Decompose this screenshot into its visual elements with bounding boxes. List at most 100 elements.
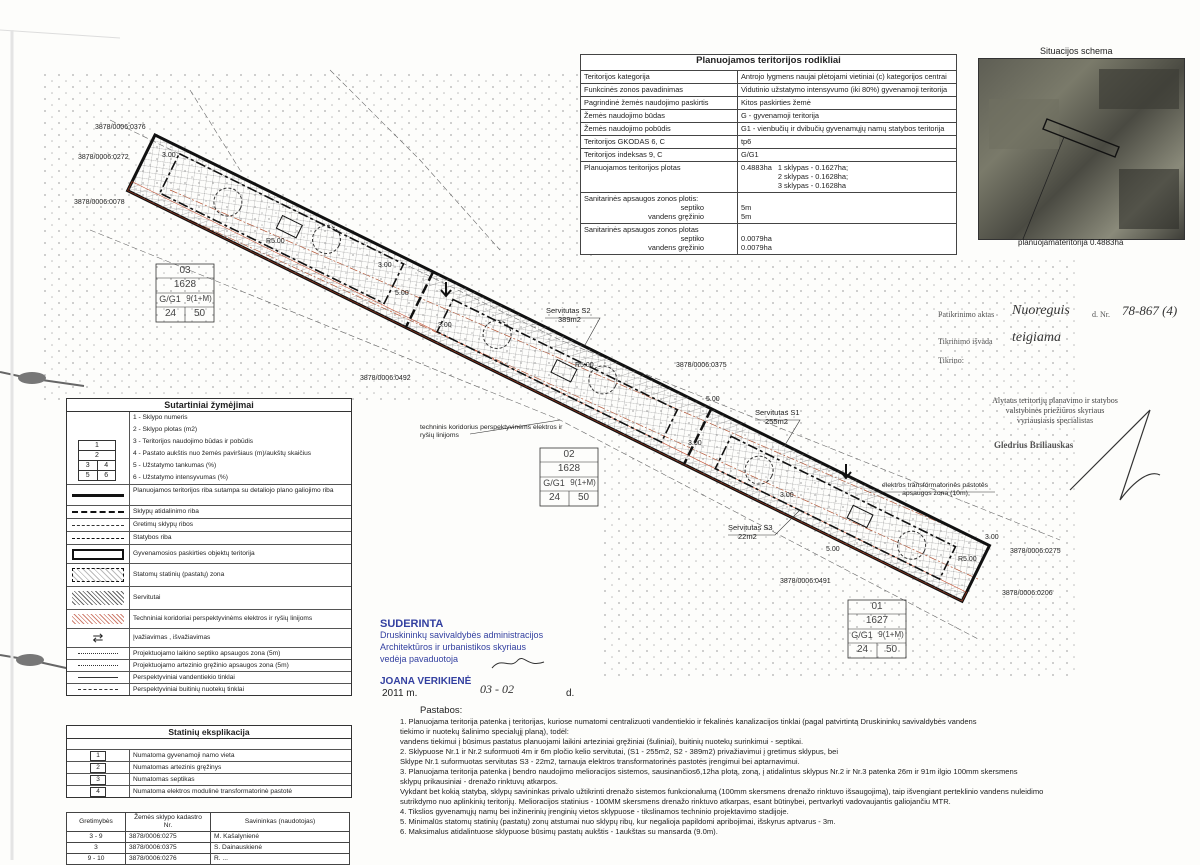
legend-item: Gyvenamosios paskirties objektų teritori… (133, 550, 255, 557)
note-line: 5. Minimalūs statomų statinių (pastatų) … (400, 817, 836, 826)
stamp-signature (491, 658, 545, 669)
structure-name: Numatoma gyvenamoji namo vieta (133, 752, 235, 759)
approval-act-no: d. Nr. (1092, 310, 1110, 319)
plot-label-1 (847, 599, 907, 659)
legend-item: Perspektyviniai vandentiekio tinklai (133, 674, 235, 681)
legend-cell: 3 (78, 460, 98, 471)
stamp-date-handwritten: 03 - 02 (480, 682, 514, 696)
dimension-label: 5.00 (706, 396, 720, 403)
structures-title: Statinių eksplikacija (67, 726, 351, 739)
structure-name: Numatomas septikas (133, 776, 195, 783)
planned-territory (125, 132, 992, 604)
approval-checker-label: Tikrino: (938, 356, 964, 365)
indicator-value: G/G1 (737, 148, 957, 162)
structure-name: Numatoma elektros modulinė transformator… (133, 788, 293, 795)
legend-item: Projektuojamo artezinio gręžinio apsaugo… (133, 662, 289, 669)
note-line: 2. Sklypuose Nr.1 ir Nr.2 suformuoti 4m … (400, 747, 839, 756)
well-width: 5m (741, 212, 752, 221)
area-label: Planuojamos teritorijos plotas (580, 161, 738, 193)
indicators-title: Planuojamos teritorijos rodikliai (580, 54, 957, 71)
indicator-label: Funkcinės zonos pavadinimas (580, 83, 738, 97)
stamp-year: 2011 m. (382, 688, 418, 699)
note-line: sutrikdymo nuo aplinkinių teritorijų. Me… (400, 797, 951, 806)
well-zone-symbol (78, 665, 118, 666)
situation-title: Situacijos schema (1040, 46, 1113, 56)
situation-aerial-photo (978, 58, 1185, 240)
plot-use: G/G1 (543, 478, 565, 488)
legend-item: 6 - Užstatymo intensyvumas (%) (133, 474, 228, 481)
legend-item: 5 - Užstatymo tankumas (%) (133, 462, 217, 469)
dimension-label: 3.00 (985, 534, 999, 541)
plot-height: 9(1+M) (570, 478, 596, 487)
parcel-label: 3878/0006:0275 (1010, 548, 1061, 555)
approval-act-handwritten: Nuoreguis (1012, 303, 1070, 318)
stamp-line: Architektūros ir urbanistikos skyriaus (380, 642, 527, 652)
structure-number: 2 (90, 762, 106, 773)
well-label: vandens gręžinio (648, 212, 704, 221)
neighbour-cell: 3878/0006:0276 (125, 853, 211, 865)
radius-label: R5.00 (575, 362, 594, 369)
parcel-split-symbol (72, 511, 124, 513)
notes-list: 1. Planuojama teritorija patenka į terit… (400, 717, 1160, 837)
building-line-symbol (72, 537, 124, 539)
plot-height: 9(1+M) (878, 630, 904, 639)
note-line: Sklype Nr.1 suformuotas servitutas S3 - … (400, 757, 800, 766)
plot-area-item: 3 sklypas - 0.1628ha (777, 181, 847, 190)
plot-intensity: 50 (577, 492, 590, 503)
servitut-label: Servitutas S2 (546, 306, 591, 315)
plot-density: 24 (548, 492, 561, 503)
indicator-label: Teritorijos indeksas 9, C (580, 148, 738, 162)
parcel-label: 3878/0006:0206 (1002, 590, 1053, 597)
note-line: 1. Planuojama teritorija patenka į terit… (400, 717, 977, 726)
septic-zone-symbol (78, 653, 118, 654)
parcel-label: 3878/0006:0375 (676, 362, 727, 369)
legend-item: Statomų statinių (pastatų) zona (133, 571, 225, 578)
neighbours-header: Savininkas (naudotojas) (210, 812, 350, 832)
indicator-label: Žemės naudojimo būdas (580, 109, 738, 123)
plot-intensity: 50 (193, 308, 206, 319)
stamp-line: vedėja pavaduotoja (380, 654, 459, 664)
indicator-label: Teritorijos kategorija (580, 70, 738, 84)
note-line: Vykdant bet kokią statybą, sklypų savini… (400, 787, 1044, 796)
org-line: Alytaus teritorijų planavimo ir statybos (992, 396, 1118, 405)
stamp-name: JOANA VERIKIENĖ (380, 676, 472, 687)
structures-table: Statinių eksplikacija 1 Numatoma gyvenam… (66, 725, 352, 798)
structure-number: 1 (90, 750, 106, 761)
neighbour-cell: 3 (66, 842, 126, 854)
approval-conclusion-label: Tikrinimo išvada (938, 337, 993, 346)
neighbour-cell: S. Dainauskienė (210, 842, 350, 854)
parcel-label: 3878/0006:0376 (95, 124, 146, 131)
plot-number: 02 (563, 449, 575, 460)
plot-intensity: 50 (885, 644, 898, 655)
plot-area-item: 1 sklypas - 0.1627ha; (777, 163, 849, 172)
well-area: 0.0079ha (741, 243, 772, 252)
situation-caption: planuojamateritorija 0.4883ha (1018, 238, 1124, 247)
stamp-title: SUDERINTA (380, 618, 444, 630)
legend-item: Planuojamos teritorijos riba sutampa su … (133, 487, 334, 494)
plot-area: 1628 (557, 463, 581, 474)
note-line: 6. Maksimalus atidalintuose sklypuose bū… (400, 827, 718, 836)
dimension-label: 5.00 (826, 546, 840, 553)
legend-item: 4 - Pastato aukštis nuo žemės paviršiaus… (133, 450, 312, 457)
parcel-label: 3878/0006:0078 (74, 199, 125, 206)
approval-conclusion-hw: teigiama (1012, 330, 1061, 345)
approval-act-no-hw: 78-867 (4) (1122, 303, 1178, 318)
indicator-label: Pagrindinė žemės naudojimo paskirtis (580, 96, 738, 110)
neighbours-table: Gretimybės Žemės sklypo kadastro Nr. Sav… (66, 812, 350, 865)
neighbour-cell: 9 - 10 (66, 853, 126, 865)
note-line: vandens tiekimui į būsimus pastatus plan… (400, 737, 804, 746)
org-line: vyriausiasis specialistas (1016, 416, 1094, 425)
legend-item: Sklypų atidalinimo riba (133, 508, 199, 515)
legend-item: 1 - Sklypo numeris (133, 414, 188, 421)
legend-item: Įvažiavimas , išvažiavimas (133, 634, 211, 641)
dimension-label: 3.00 (688, 440, 702, 447)
dimension-label: 3.00 (780, 492, 794, 499)
septic-label: septiko (680, 234, 704, 243)
access-arrows-icon: ⇄ (67, 629, 130, 647)
territory-boundary-symbol (72, 493, 124, 497)
stamp-line: Druskininkų savivaldybės administracijos (380, 630, 544, 640)
parcel-label: 3878/0006:0491 (780, 578, 831, 585)
approval-org: Alytaus teritorijų planavimo ir statybos… (960, 396, 1150, 426)
